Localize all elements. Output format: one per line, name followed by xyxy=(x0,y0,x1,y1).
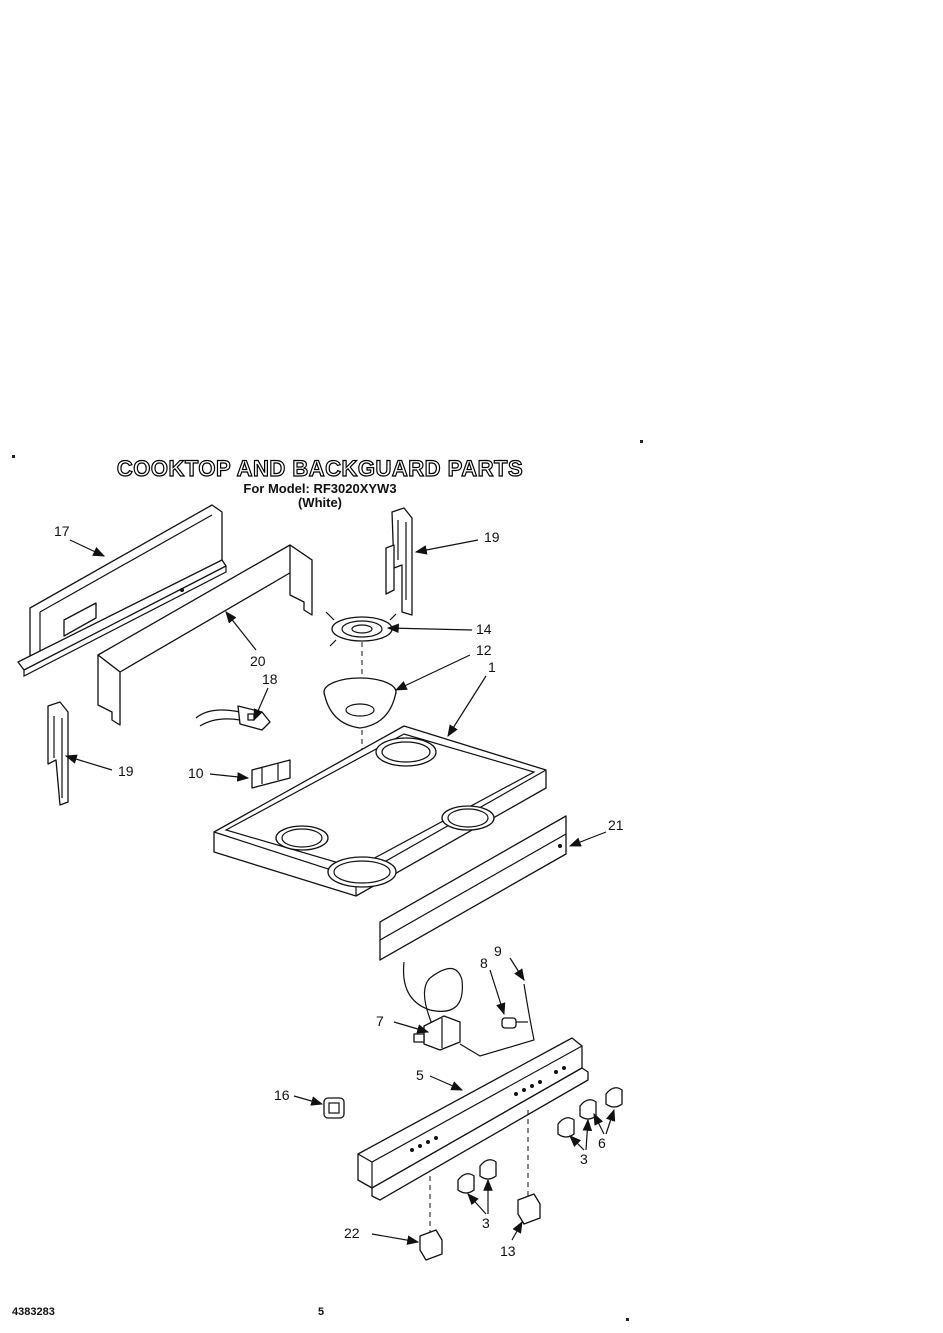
callout-18: 18 xyxy=(262,671,278,687)
callout-9: 9 xyxy=(494,943,502,959)
part-12-drip-bowl xyxy=(323,677,397,729)
callout-6: 6 xyxy=(598,1135,606,1151)
color-line: (White) xyxy=(297,495,343,510)
part-8-indicator-light xyxy=(501,1017,528,1029)
part-17-backguard-panel xyxy=(17,504,227,677)
callout-1: 1 xyxy=(488,659,496,675)
callout-20: 20 xyxy=(250,653,266,669)
registration-mark xyxy=(12,455,15,458)
callout-21: 21 xyxy=(608,817,624,833)
part-5-control-panel xyxy=(357,1037,589,1201)
part-7-infinite-switch xyxy=(413,1015,461,1051)
part-10-bracket xyxy=(251,759,291,789)
callout-13: 13 xyxy=(500,1243,516,1259)
part-16-knob xyxy=(323,1097,345,1119)
part-9-wire xyxy=(459,983,535,1057)
callout-19-lower: 19 xyxy=(118,763,134,779)
part-3-knobs-upper xyxy=(557,1099,597,1138)
part-21-front-frame xyxy=(379,815,567,961)
document-number: 4383283 xyxy=(12,1306,55,1318)
part-6-knob xyxy=(605,1087,623,1108)
callout-3-upper: 3 xyxy=(580,1151,588,1167)
callout-7: 7 xyxy=(376,1013,384,1029)
model-subtitle: For Model: RF3020XYW3 (White) xyxy=(0,482,640,510)
model-line: For Model: RF3020XYW3 xyxy=(243,481,397,496)
page-number: 5 xyxy=(318,1306,325,1318)
leader-lines xyxy=(64,539,616,1245)
part-19-bracket-upper xyxy=(385,507,413,616)
callout-5: 5 xyxy=(416,1067,424,1083)
callout-10: 10 xyxy=(188,765,204,781)
callout-17: 17 xyxy=(54,523,70,539)
callout-labels: 17 19 19 14 20 12 1 18 10 21 9 8 7 5 16 … xyxy=(54,523,624,1259)
part-13-switch xyxy=(517,1193,541,1225)
part-20-backguard-top xyxy=(97,544,313,726)
registration-mark xyxy=(626,1318,629,1321)
alignment-lines-lower xyxy=(429,1110,529,1232)
part-3-knobs-lower xyxy=(457,1159,497,1194)
part-19-bracket-lower xyxy=(47,701,69,806)
part-1-cooktop xyxy=(213,725,547,897)
registration-mark xyxy=(640,440,643,443)
callout-22: 22 xyxy=(344,1225,360,1241)
part-22-switch xyxy=(419,1229,443,1261)
page-title: COOKTOP AND BACKGUARD PARTS xyxy=(116,455,524,481)
wire-harness xyxy=(402,961,463,1025)
callout-16: 16 xyxy=(274,1087,290,1103)
callout-3-lower: 3 xyxy=(482,1215,490,1231)
callout-8: 8 xyxy=(480,955,488,971)
callout-12: 12 xyxy=(476,642,492,658)
callout-19-upper: 19 xyxy=(484,529,500,545)
part-14-surface-element xyxy=(325,611,397,647)
callout-14: 14 xyxy=(476,621,492,637)
